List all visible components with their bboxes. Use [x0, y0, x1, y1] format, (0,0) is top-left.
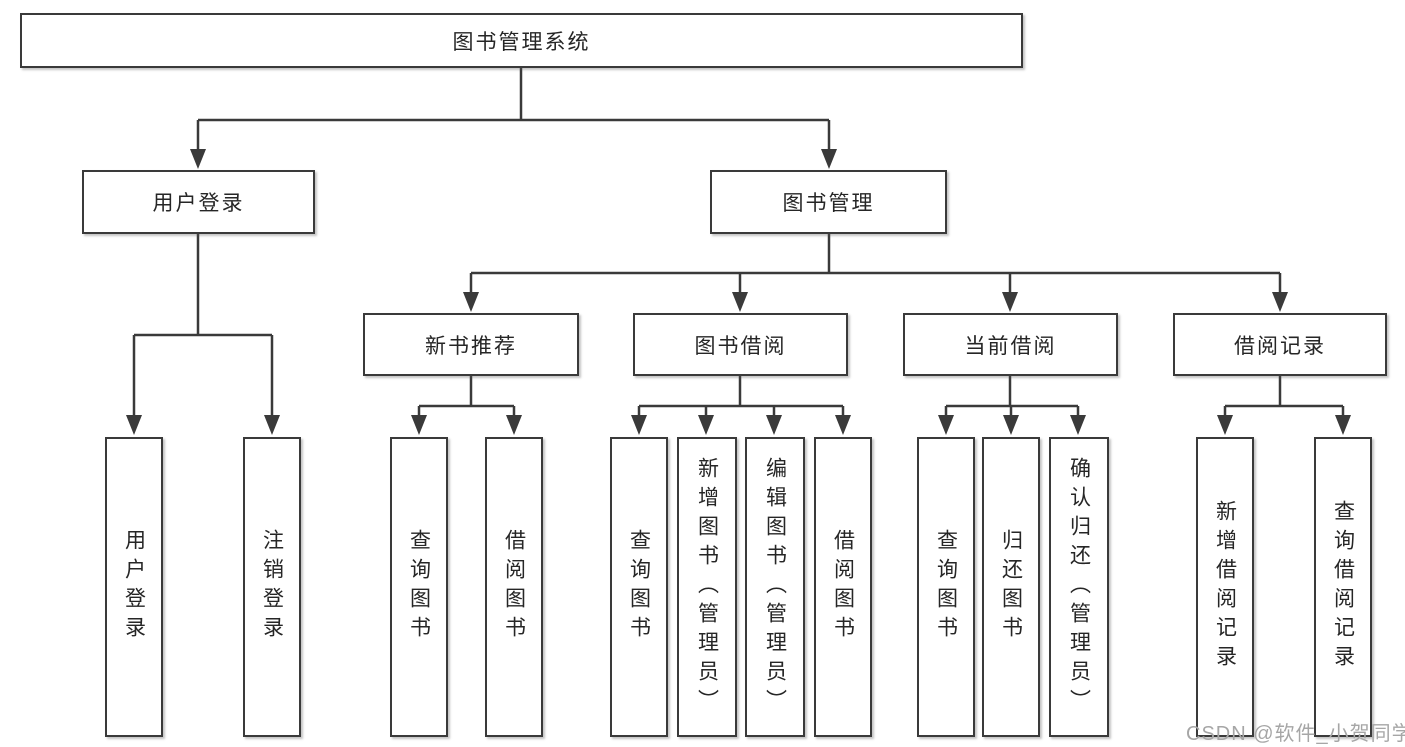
node-borrowing-records: 借阅记录 [1173, 313, 1387, 376]
node-label: 注销登录 [260, 529, 284, 645]
leaf-borrow-books-recommend: 借阅图书 [485, 437, 543, 737]
node-user-login: 用户登录 [82, 170, 315, 234]
node-label: 查询图书 [627, 529, 651, 645]
node-current-borrowing: 当前借阅 [903, 313, 1118, 376]
leaf-query-books-recommend: 查询图书 [390, 437, 448, 737]
node-book-borrowing: 图书借阅 [633, 313, 848, 376]
node-label: 编辑图书（管理员） [763, 456, 787, 718]
node-label: 查询图书 [407, 529, 431, 645]
node-label: 归还图书 [999, 529, 1023, 645]
node-label: 新增图书（管理员） [695, 456, 719, 718]
leaf-borrow-books: 借阅图书 [814, 437, 872, 737]
node-library-system: 图书管理系统 [20, 13, 1023, 68]
node-book-management: 图书管理 [710, 170, 947, 234]
leaf-query-books-borrowing: 查询图书 [610, 437, 668, 737]
node-new-book-recommend: 新书推荐 [363, 313, 579, 376]
leaf-edit-books-admin: 编辑图书（管理员） [745, 437, 805, 737]
leaf-confirm-return-admin: 确认归还（管理员） [1049, 437, 1109, 737]
node-label: 用户登录 [122, 529, 146, 645]
node-label: 当前借阅 [964, 334, 1057, 358]
node-label: 查询借阅记录 [1331, 500, 1355, 674]
node-label: 图书借阅 [694, 334, 787, 358]
node-label: 借阅记录 [1234, 334, 1326, 358]
leaf-add-books-admin: 新增图书（管理员） [677, 437, 737, 737]
node-label: 借阅图书 [831, 529, 855, 645]
leaf-query-borrow-record: 查询借阅记录 [1314, 437, 1372, 737]
leaf-user-login: 用户登录 [105, 437, 163, 737]
csdn-watermark: CSDN @软件_小贺同学 [1186, 723, 1405, 745]
leaf-add-borrow-record: 新增借阅记录 [1196, 437, 1254, 737]
node-label: 图书管理系统 [452, 30, 591, 54]
leaf-return-books: 归还图书 [982, 437, 1040, 737]
node-label: 确认归还（管理员） [1067, 456, 1091, 718]
node-label: 用户登录 [152, 192, 245, 215]
node-label: 查询图书 [934, 529, 958, 645]
node-label: 新书推荐 [425, 334, 517, 358]
node-label: 图书管理 [782, 192, 875, 215]
node-label: 借阅图书 [502, 529, 526, 645]
leaf-logout-login: 注销登录 [243, 437, 301, 737]
node-label: 新增借阅记录 [1213, 500, 1237, 674]
leaf-query-books-current: 查询图书 [917, 437, 975, 737]
